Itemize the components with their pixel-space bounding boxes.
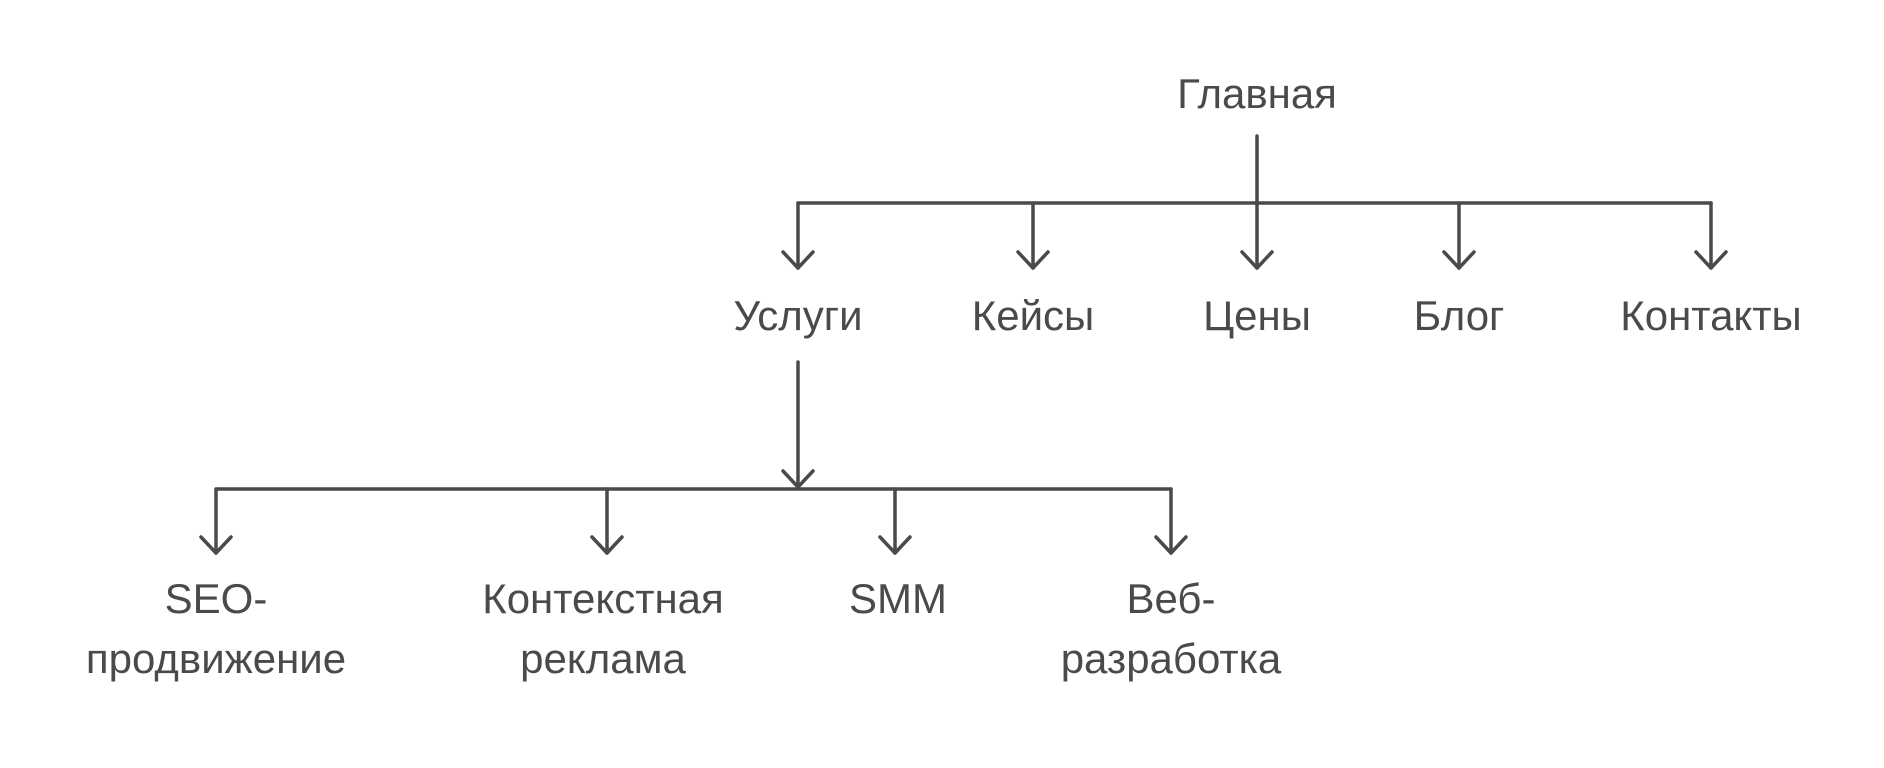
arrow-down-icon: [1016, 201, 1050, 270]
node-web-dev: Веб- разработка: [1061, 575, 1282, 682]
node-cases: Кейсы: [972, 292, 1094, 339]
arrow-down-icon: [1154, 487, 1188, 555]
node-context-ads: Контекстная реклама: [482, 575, 724, 682]
arrow-down-icon: [878, 487, 912, 555]
node-smm-line1: SMM: [849, 575, 947, 622]
level2-arrows: [199, 487, 1188, 555]
arrow-down-icon: [590, 487, 624, 555]
node-context-ads-line2: реклама: [520, 635, 686, 682]
arrow-down-icon: [781, 201, 815, 270]
node-root: Главная: [1177, 70, 1337, 117]
node-smm: SMM: [849, 575, 947, 622]
node-prices: Цены: [1203, 292, 1311, 339]
node-contacts: Контакты: [1620, 292, 1801, 339]
connector-root-to-level1: [796, 134, 1713, 270]
node-seo-line2: продвижение: [86, 635, 346, 682]
connector-services-to-children: [214, 360, 1173, 491]
node-blog: Блог: [1414, 292, 1505, 339]
node-context-ads-line1: Контекстная: [482, 575, 724, 622]
arrow-down-icon: [199, 487, 233, 555]
level1-arrows: [781, 201, 1728, 270]
node-seo-line1: SEO-: [165, 575, 268, 622]
arrow-down-icon: [1694, 201, 1728, 270]
arrow-down-icon: [1240, 250, 1274, 270]
node-web-dev-line2: разработка: [1061, 635, 1282, 682]
node-web-dev-line1: Веб-: [1127, 575, 1216, 622]
node-services: Услуги: [733, 292, 862, 339]
node-seo: SEO- продвижение: [86, 575, 346, 682]
arrow-down-icon: [1442, 201, 1476, 270]
